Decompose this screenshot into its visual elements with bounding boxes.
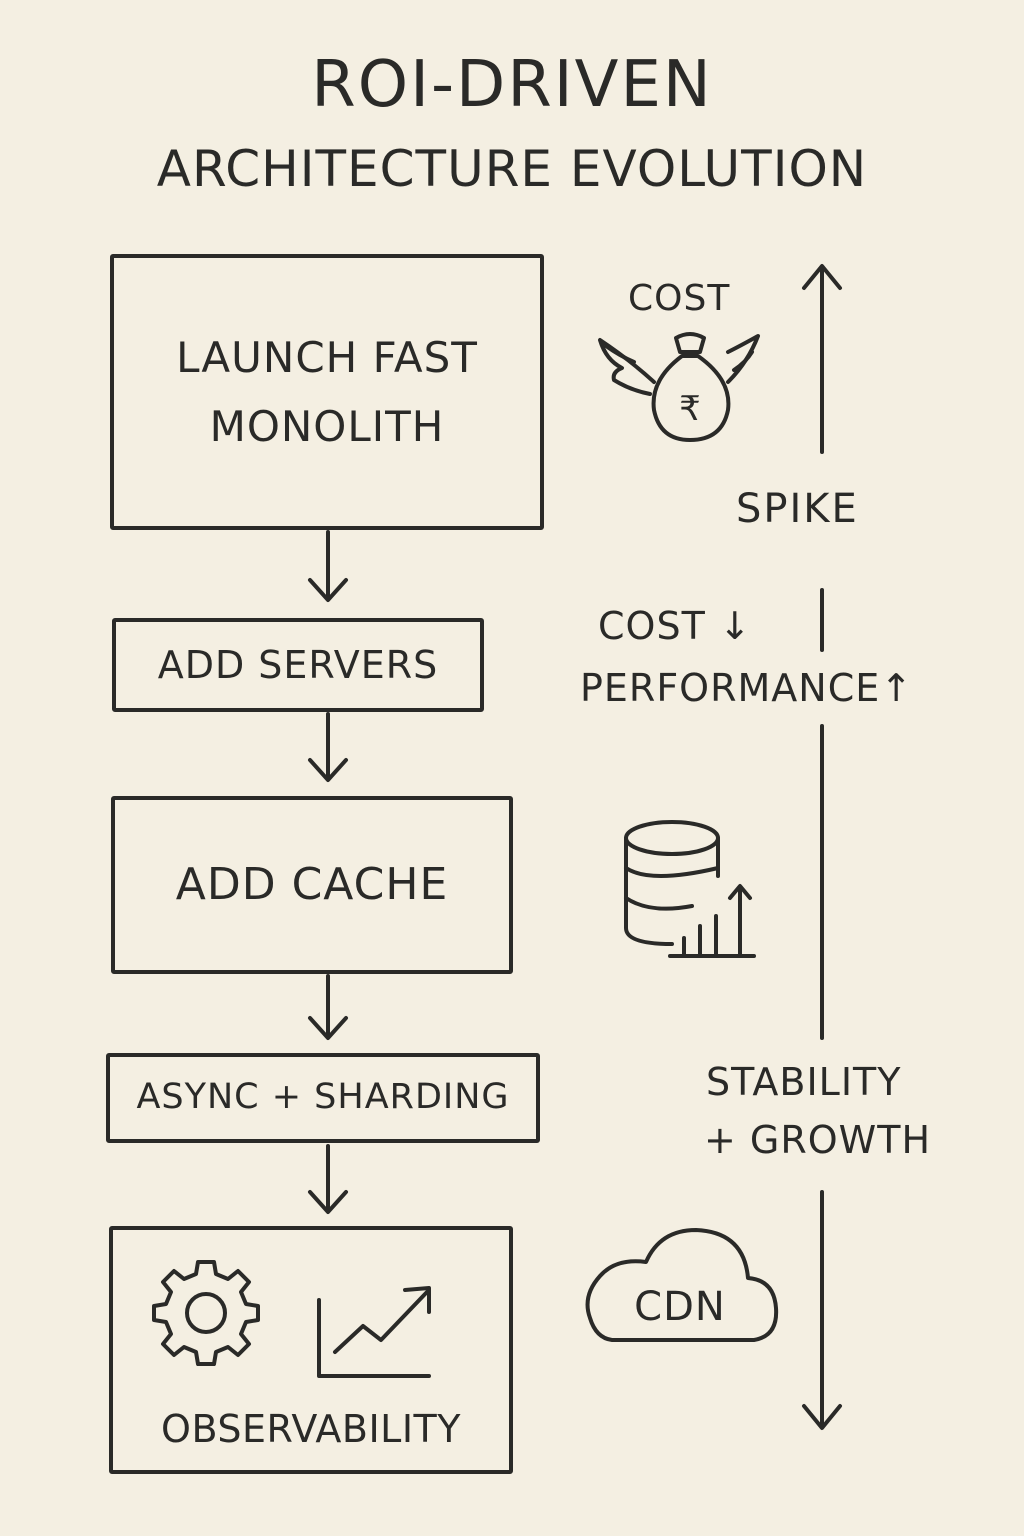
step-add-servers[interactable]: ADD SERVERS (112, 618, 484, 712)
step-observability-label: OBSERVABILITY (161, 1407, 461, 1451)
flow-arrow-3 (308, 974, 348, 1040)
flow-arrow-4 (308, 1144, 348, 1214)
step-add-cache[interactable]: ADD CACHE (111, 796, 513, 974)
cost-label: COST (628, 278, 731, 319)
step-observability[interactable]: OBSERVABILITY (109, 1226, 513, 1474)
title-line-2: ARCHITECTURE EVOLUTION (156, 140, 868, 198)
step-add-cache-label: ADD CACHE (175, 858, 449, 910)
flow-arrow-1 (308, 530, 348, 602)
step-launch-fast-monolith[interactable]: LAUNCH FAST MONOLITH (110, 254, 544, 530)
observability-icons (152, 1260, 431, 1378)
trend-up-chart-icon (317, 1286, 431, 1378)
spike-label: SPIKE (736, 486, 859, 532)
step-add-servers-label: ADD SERVERS (157, 642, 439, 687)
cdn-label: CDN (634, 1284, 726, 1330)
currency-symbol: ₹ (679, 389, 701, 429)
step-async-sharding[interactable]: ASYNC + SHARDING (106, 1053, 540, 1143)
timeline-down-arrow (802, 1190, 842, 1430)
gear-icon (152, 1260, 260, 1366)
database-icon (624, 820, 720, 946)
timeline-up-arrow (802, 264, 842, 454)
money-bag-with-wings-icon (598, 332, 760, 442)
step-async-sharding-label: ASYNC + SHARDING (136, 1077, 510, 1118)
bar-chart-up-icon (668, 884, 756, 958)
performance-up-label: PERFORMANCE↑ (580, 666, 914, 710)
growth-label: + GROWTH (704, 1118, 932, 1162)
step-launch-line2: MONOLITH (209, 402, 445, 451)
step-launch-line1: LAUNCH FAST (176, 332, 478, 382)
stability-label: STABILITY (706, 1060, 902, 1104)
cost-down-label: COST ↓ (598, 604, 752, 648)
cloud-icon (585, 1228, 779, 1342)
flow-arrow-2 (308, 712, 348, 782)
title-line-1: ROI-DRIVEN (311, 48, 713, 122)
